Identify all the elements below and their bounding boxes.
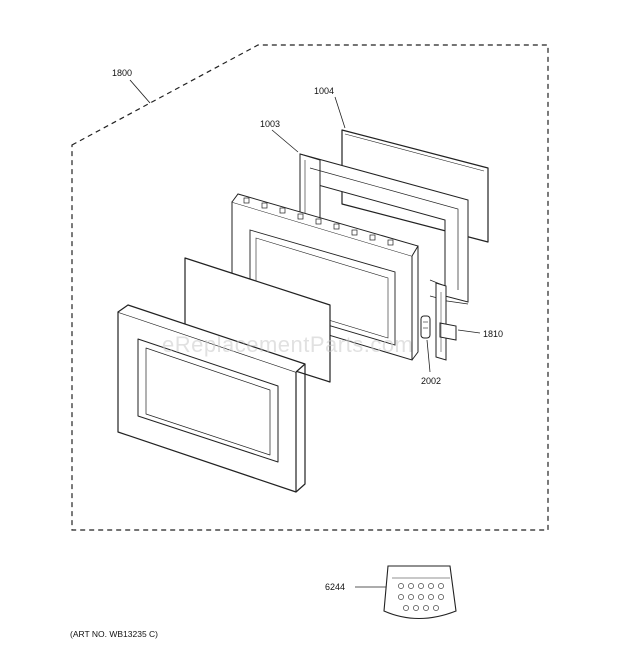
leader-2002 [426, 339, 431, 373]
assembly-boundary [71, 44, 549, 531]
art-number: (ART NO. WB13235 C) [70, 629, 158, 639]
part-inner-door-frame [231, 193, 419, 361]
part-outer-door-trim [117, 304, 306, 493]
leader-1004 [334, 96, 346, 129]
label-1004: 1004 [314, 86, 334, 96]
assembly-leader [129, 79, 151, 104]
label-1800: 1800 [112, 68, 132, 78]
label-6244: 6244 [325, 582, 345, 592]
label-1003: 1003 [260, 119, 280, 129]
hardware-screws [398, 583, 444, 611]
part-6244-hardware-kit [383, 565, 457, 619]
part-1810-latch [435, 282, 457, 361]
label-1810: 1810 [483, 329, 503, 339]
part-2002-hinge [420, 315, 431, 339]
leader-1003 [271, 129, 299, 153]
part-glass-panel [184, 257, 331, 383]
label-2002: 2002 [421, 376, 441, 386]
frame-teeth [243, 197, 394, 246]
watermark-text: eReplacementParts.com [162, 332, 413, 357]
leader-1810 [457, 329, 481, 334]
